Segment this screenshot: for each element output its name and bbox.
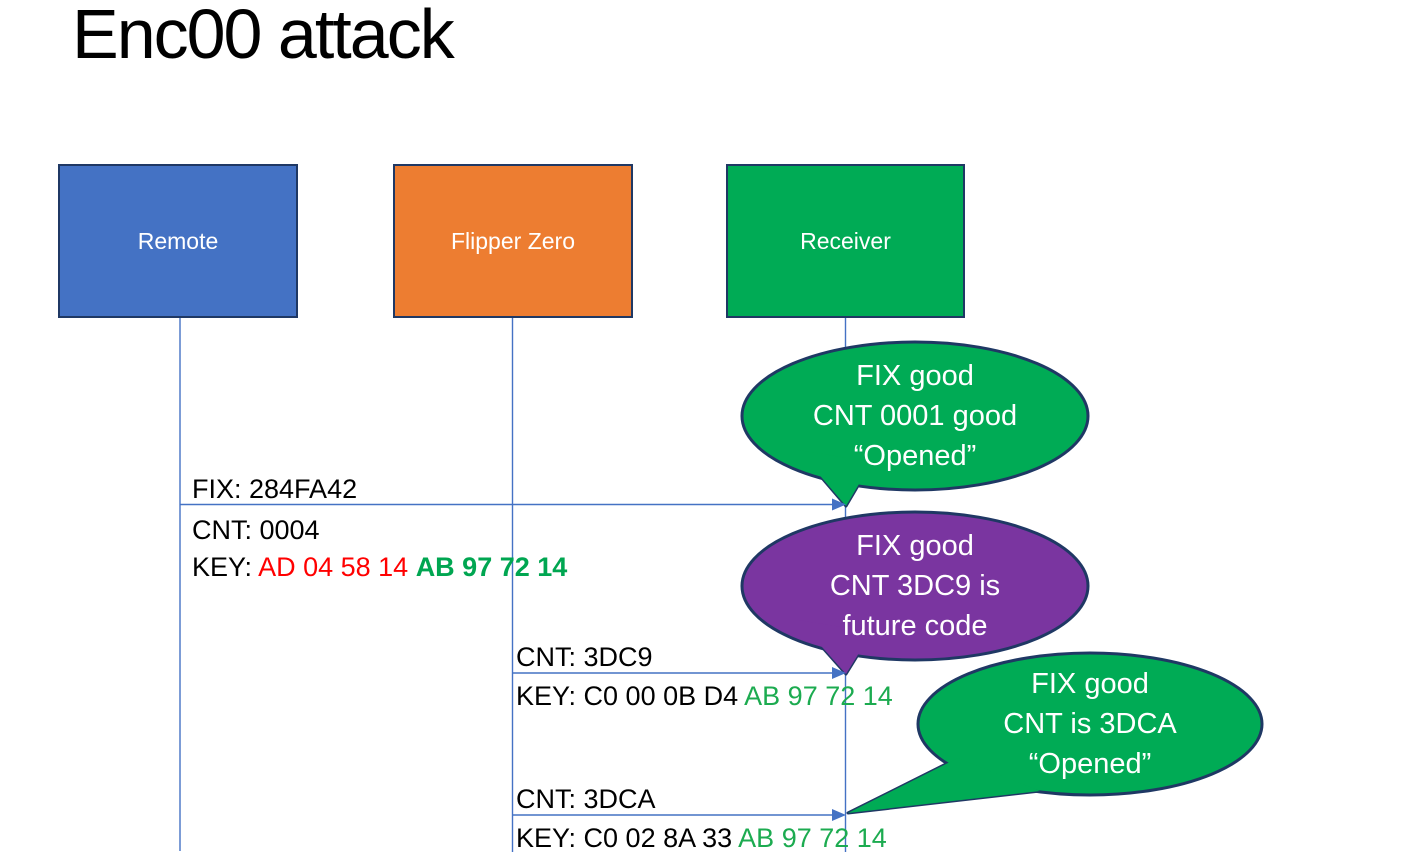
callout-3-line-3: “Opened” [1028, 748, 1152, 780]
message-3-label-below: KEY: C0 02 8A 33 AB 97 72 14 [516, 820, 887, 857]
callout-2-line-2: CNT 3DC9 is [829, 570, 1001, 602]
arrow-3-head-icon [832, 809, 846, 821]
actor-label-receiver: Receiver [800, 227, 891, 254]
callout-3-line-1: FIX good [1031, 668, 1149, 700]
message-1-fix: FIX: 284FA42 [192, 474, 358, 504]
callout-2-line-3: future code [842, 610, 988, 642]
message-1-key-prefix: KEY: [192, 552, 259, 582]
callout-2-text: FIX good CNT 3DC9 is future code [742, 526, 1088, 646]
actor-label-flipper-zero: Flipper Zero [451, 227, 575, 254]
callout-3-tail-overlay [848, 758, 1040, 813]
page-title: Enc00 attack [72, 0, 455, 73]
callout-bubble-1 [740, 340, 1090, 508]
callout-bubble-2 [740, 510, 1090, 676]
message-1-label-below: CNT: 0004 KEY: AD 04 58 14 AB 97 72 14 [192, 512, 567, 586]
callout-3-text: FIX good CNT is 3DCA “Opened” [918, 664, 1262, 784]
callout-1-line-2: CNT 0001 good [812, 400, 1018, 432]
message-1-key-red-bytes: AD 04 58 14 [258, 552, 416, 582]
actor-box-remote: Remote [58, 164, 298, 318]
callout-2-line-1: FIX good [856, 530, 974, 562]
message-2-key-green-bytes: AB 97 72 14 [744, 681, 893, 711]
callout-1-tail-overlay [798, 450, 872, 506]
message-3-cnt: CNT: 3DCA [516, 784, 656, 814]
callout-2-tail-overlay [798, 620, 872, 674]
callout-2-ellipse [740, 510, 1090, 662]
actor-box-receiver: Receiver [726, 164, 965, 318]
message-1-key: KEY: AD 04 58 14 AB 97 72 14 [192, 549, 567, 586]
message-1-cnt: CNT: 0004 [192, 515, 320, 545]
arrow-1-head-icon [832, 498, 846, 511]
callout-3-line-2: CNT is 3DCA [1003, 708, 1177, 740]
message-3-key-green-bytes: AB 97 72 14 [738, 823, 887, 853]
message-1-key-green-bytes: AB 97 72 14 [415, 552, 568, 582]
message-2-key-black-bytes: KEY: C0 00 0B D4 [516, 681, 745, 711]
message-2-label-below: KEY: C0 00 0B D4 AB 97 72 14 [516, 678, 893, 715]
message-3-label-above: CNT: 3DCA [516, 781, 656, 818]
callout-1-line-3: “Opened” [853, 440, 977, 472]
message-2-label-above: CNT: 3DC9 [516, 639, 653, 676]
message-arrow-1 [180, 498, 846, 511]
actor-box-flipper-zero: Flipper Zero [393, 164, 633, 318]
callout-1-text: FIX good CNT 0001 good “Opened” [742, 356, 1088, 476]
message-arrow-2 [512, 667, 846, 679]
callout-3-ellipse [916, 651, 1264, 797]
message-3-key-black-bytes: KEY: C0 02 8A 33 [516, 823, 739, 853]
callout-1-ellipse [740, 340, 1090, 492]
message-1-label-above: FIX: 284FA42 [192, 471, 357, 508]
message-2-cnt: CNT: 3DC9 [516, 642, 653, 672]
callout-bubble-3 [846, 651, 1264, 815]
arrow-2-head-icon [832, 667, 846, 679]
message-arrow-3 [512, 809, 846, 821]
actor-label-remote: Remote [137, 227, 219, 254]
callout-1-line-1: FIX good [856, 360, 974, 392]
